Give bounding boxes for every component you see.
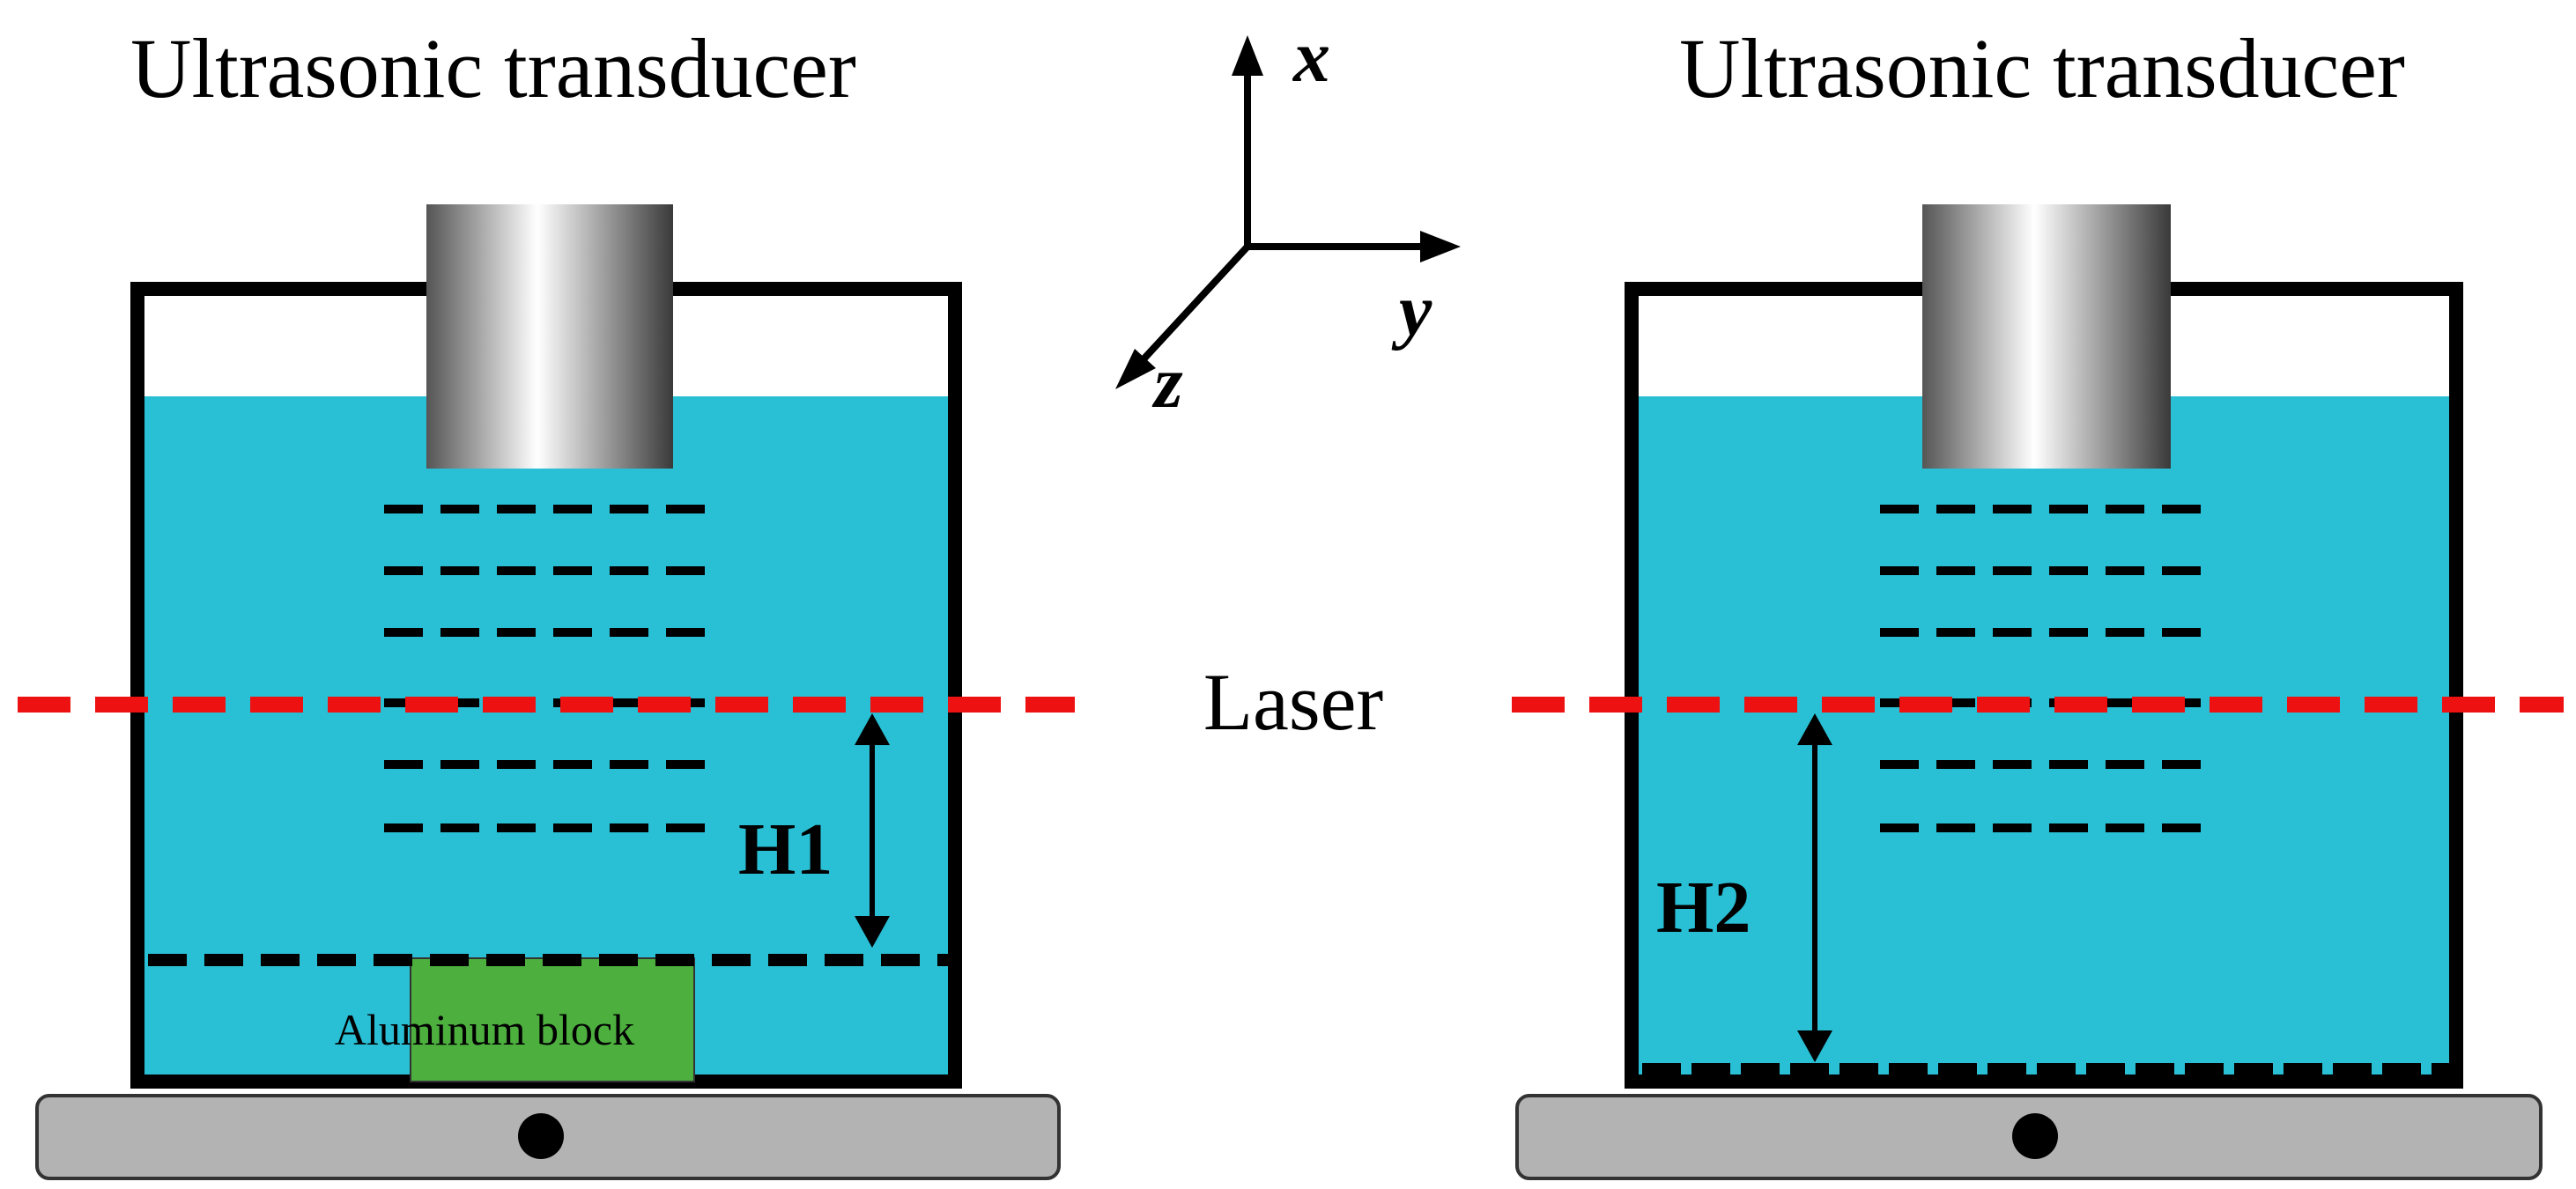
left-title: Ultrasonic transducer	[130, 21, 856, 115]
laser-label: Laser	[1203, 657, 1383, 747]
right-transducer-icon	[1922, 204, 2171, 469]
h1-arrow	[855, 713, 890, 948]
y-axis-label: y	[1391, 270, 1432, 351]
coordinate-axes	[1115, 35, 1461, 389]
x-axis-label: x	[1292, 16, 1330, 98]
h2-label: H2	[1656, 867, 1751, 949]
h1-label: H1	[738, 809, 833, 890]
aluminum-block	[410, 957, 695, 1082]
aluminum-block-label: Aluminum block	[335, 1005, 634, 1054]
right-title: Ultrasonic transducer	[1679, 21, 2405, 115]
h2-arrow	[1797, 713, 1832, 1062]
right-water	[1632, 396, 2456, 1082]
right-panel: Ultrasonic transducer H2	[1515, 21, 2543, 1180]
left-base-knob	[518, 1113, 564, 1159]
left-transducer-icon	[426, 204, 673, 469]
z-axis-label: z	[1151, 342, 1183, 424]
left-panel: Ultrasonic transducer Aluminum block H1	[35, 21, 1061, 1180]
right-base-knob	[2012, 1113, 2058, 1159]
